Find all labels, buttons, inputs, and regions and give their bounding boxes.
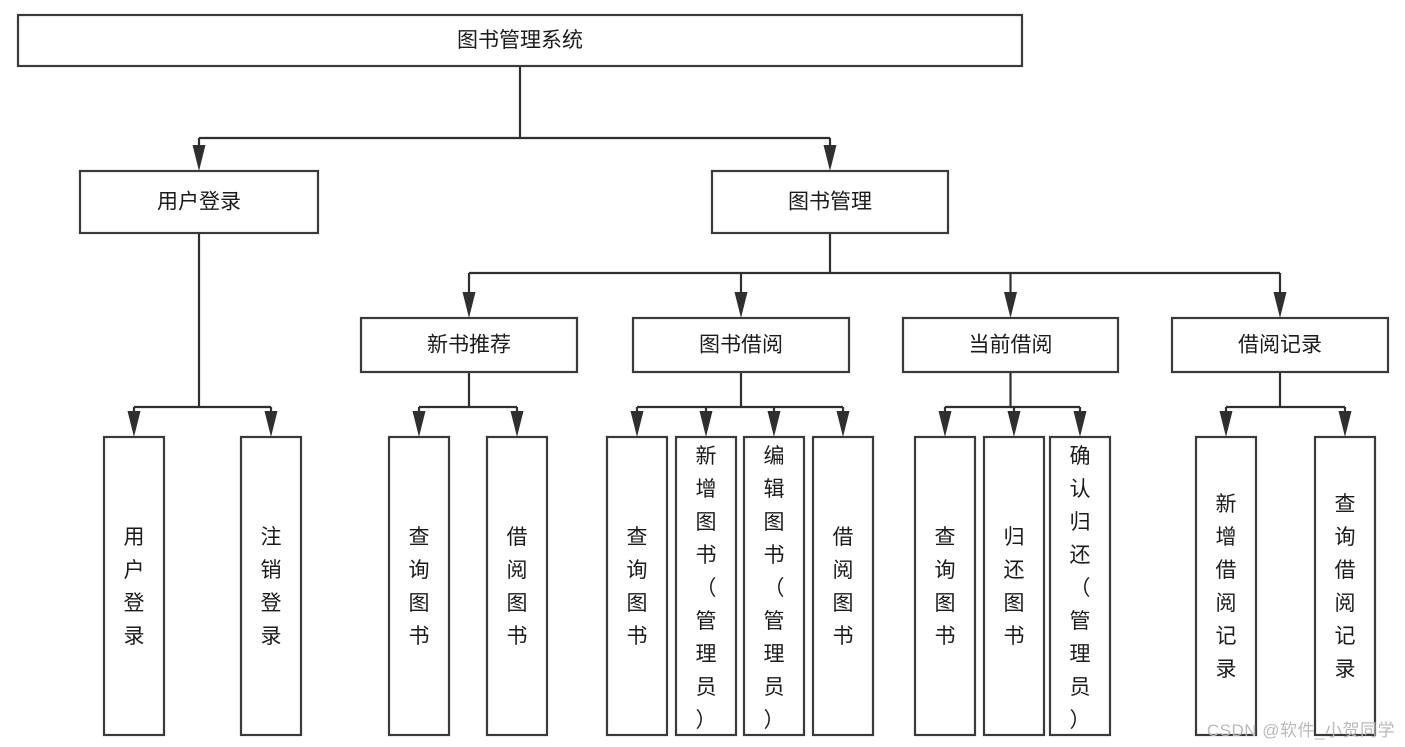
node-label-user-logout: 注销登录	[261, 526, 282, 648]
node-label-current-query-book: 查询图书	[935, 526, 956, 648]
node-book-borrow[interactable]: 图书借阅	[631, 316, 851, 374]
arrow-icon-l2-1-1-3	[836, 411, 850, 437]
node-borrow-record[interactable]: 借阅记录	[1170, 316, 1390, 374]
node-borrow-edit-book[interactable]: 编辑图书（管理员）	[742, 435, 806, 737]
node-label-current-confirm-return: 确认归还（管理员）	[1070, 445, 1091, 732]
connectors-layer	[127, 66, 1352, 437]
node-label-root: 图书管理系统	[457, 29, 583, 52]
node-box-borrow-borrow-book	[811, 435, 875, 737]
node-box-borrow-record	[1170, 316, 1390, 374]
node-box-recommend-query-book	[387, 435, 451, 737]
node-borrow-query-book[interactable]: 查询图书	[605, 435, 669, 737]
node-user-logout[interactable]: 注销登录	[239, 435, 303, 737]
node-recommend-query-book[interactable]: 查询图书	[387, 435, 451, 737]
node-borrow-borrow-book[interactable]: 借阅图书	[811, 435, 875, 737]
node-label-current-return-book: 归还图书	[1004, 526, 1025, 648]
arrow-icon-l2-1-3-1	[1338, 411, 1352, 437]
node-new-book-recommend[interactable]: 新书推荐	[359, 316, 579, 374]
node-box-borrow-query-book	[605, 435, 669, 737]
node-box-user-login	[78, 169, 320, 235]
arrow-icon-l2-1-3-0	[1219, 411, 1233, 437]
node-box-current-return-book	[982, 435, 1046, 737]
node-box-user-login-do	[102, 435, 166, 737]
node-current-confirm-return[interactable]: 确认归还（管理员）	[1048, 435, 1112, 737]
arrow-icon-l1-1-0	[462, 292, 476, 318]
node-box-record-add	[1194, 435, 1258, 737]
arrow-icon-l1-1-1	[734, 292, 748, 318]
node-label-book-borrow: 图书借阅	[699, 334, 783, 357]
node-box-current-confirm-return	[1048, 435, 1112, 737]
node-label-record-query: 查询借阅记录	[1335, 493, 1356, 681]
arrow-icon-l1-0-1	[264, 411, 278, 437]
node-box-borrow-add-book	[674, 435, 738, 737]
arrow-icon-l2-1-1-0	[630, 411, 644, 437]
arrow-icon-l1-1-3	[1273, 292, 1287, 318]
node-label-borrow-query-book: 查询图书	[627, 526, 648, 648]
node-current-query-book[interactable]: 查询图书	[913, 435, 977, 737]
arrow-icon-l2-1-2-0	[938, 411, 952, 437]
arrow-icon-root-1	[823, 145, 837, 171]
arrow-icon-l2-1-1-1	[699, 411, 713, 437]
node-label-borrow-borrow-book: 借阅图书	[833, 526, 854, 648]
arrow-icon-l2-1-2-2	[1073, 411, 1087, 437]
node-label-recommend-borrow-book: 借阅图书	[507, 526, 528, 648]
node-label-record-add: 新增借阅记录	[1216, 493, 1237, 681]
node-root[interactable]: 图书管理系统	[16, 13, 1024, 68]
arrow-icon-l1-0-0	[127, 411, 141, 437]
node-box-new-book-recommend	[359, 316, 579, 374]
node-box-current-borrow	[901, 316, 1120, 374]
node-box-recommend-borrow-book	[485, 435, 549, 737]
node-label-user-login-do: 用户登录	[124, 526, 145, 648]
node-borrow-add-book[interactable]: 新增图书（管理员）	[674, 435, 738, 737]
node-current-return-book[interactable]: 归还图书	[982, 435, 1046, 737]
node-label-borrow-record: 借阅记录	[1238, 334, 1322, 357]
node-label-borrow-add-book: 新增图书（管理员）	[696, 445, 717, 732]
node-user-login[interactable]: 用户登录	[78, 169, 320, 235]
node-record-query[interactable]: 查询借阅记录	[1313, 435, 1377, 737]
arrow-icon-l2-1-0-0	[412, 411, 426, 437]
node-box-book-borrow	[631, 316, 851, 374]
node-recommend-borrow-book[interactable]: 借阅图书	[485, 435, 549, 737]
csdn-watermark: CSDN @软件_小贺同学	[1206, 721, 1395, 740]
arrow-icon-l1-1-2	[1004, 292, 1017, 318]
node-user-login-do[interactable]: 用户登录	[102, 435, 166, 737]
node-box-book-manage	[710, 169, 950, 235]
node-box-root	[16, 13, 1024, 68]
node-label-current-borrow: 当前借阅	[969, 334, 1053, 357]
node-box-borrow-edit-book	[742, 435, 806, 737]
node-box-record-query	[1313, 435, 1377, 737]
node-box-current-query-book	[913, 435, 977, 737]
node-label-book-manage: 图书管理	[788, 191, 872, 214]
node-label-borrow-edit-book: 编辑图书（管理员）	[764, 445, 785, 732]
arrow-icon-l2-1-0-1	[510, 411, 524, 437]
nodes-layer: 图书管理系统用户登录用户登录注销登录图书管理新书推荐查询图书借阅图书图书借阅查询…	[16, 13, 1390, 737]
arrow-icon-root-0	[192, 145, 206, 171]
node-label-recommend-query-book: 查询图书	[409, 526, 430, 648]
node-label-user-login: 用户登录	[157, 191, 241, 214]
node-label-new-book-recommend: 新书推荐	[427, 334, 511, 357]
arrow-icon-l2-1-1-2	[767, 411, 781, 437]
node-book-manage[interactable]: 图书管理	[710, 169, 950, 235]
arrow-icon-l2-1-2-1	[1007, 411, 1021, 437]
node-record-add[interactable]: 新增借阅记录	[1194, 435, 1258, 737]
node-box-user-logout	[239, 435, 303, 737]
node-current-borrow[interactable]: 当前借阅	[901, 316, 1120, 374]
